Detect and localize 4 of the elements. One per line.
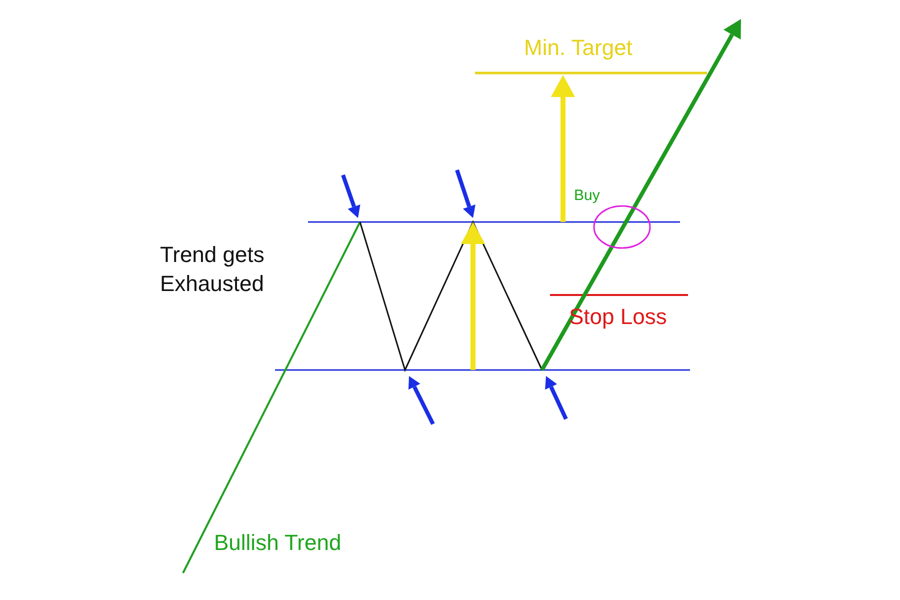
chart-annotation: Trend gets Exhausted <box>160 241 266 298</box>
chart-annotation: Min. Target <box>524 34 632 62</box>
chart-annotation: Bullish Trend <box>214 529 342 557</box>
chart-annotation: Buy <box>574 186 600 206</box>
